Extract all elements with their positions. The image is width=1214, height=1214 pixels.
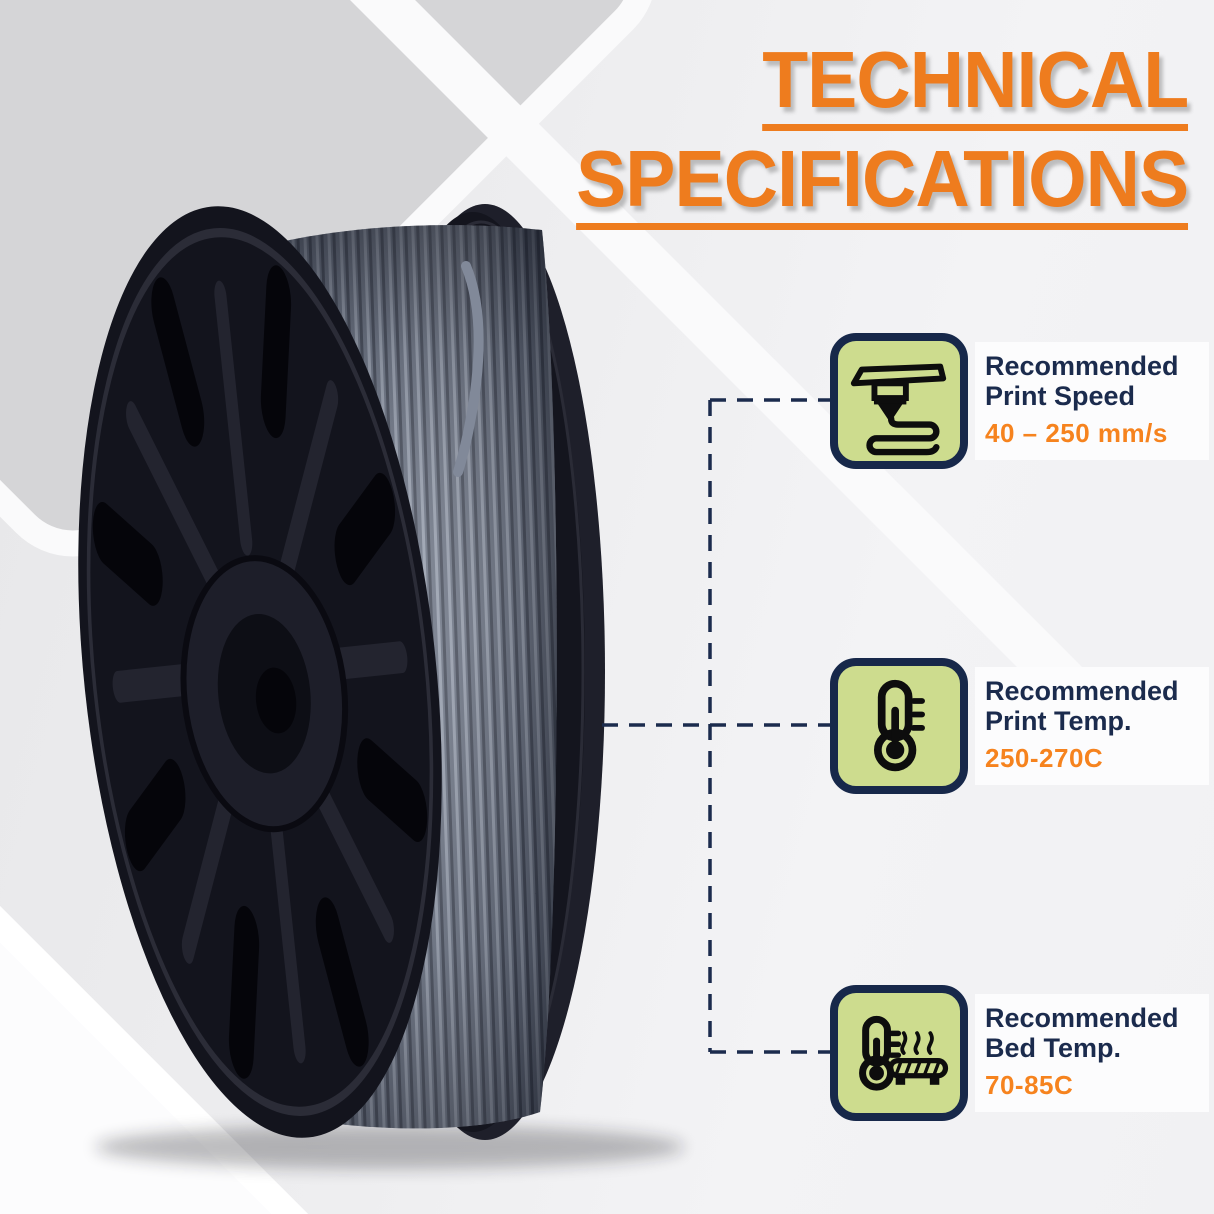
print-thermometer-icon <box>874 679 925 772</box>
spec-label: Recommended Print Speed <box>985 351 1179 411</box>
spec-value: 40 – 250 mm/s <box>985 418 1168 448</box>
printer-extruder-icon <box>850 363 947 456</box>
spec-text: Recommended Bed Temp. 70-85C <box>975 994 1209 1112</box>
title-line-2: SPECIFICATIONS <box>575 139 1189 230</box>
spec-value: 70-85C <box>985 1070 1074 1100</box>
spec-callout-print-temp: Recommended Print Temp. 250-270C <box>830 658 1209 794</box>
heated-bed-thermometer-icon <box>859 1015 949 1091</box>
spec-label: Recommended Bed Temp. <box>985 1003 1179 1063</box>
print-speed-icon-box <box>830 333 968 469</box>
print-temp-icon-box <box>830 658 968 794</box>
spool-left-flange <box>78 206 442 1138</box>
spec-text: Recommended Print Temp. 250-270C <box>975 667 1209 785</box>
spec-callout-bed-temp: Recommended Bed Temp. 70-85C <box>830 985 1209 1121</box>
spec-text: Recommended Print Speed 40 – 250 mm/s <box>975 342 1209 460</box>
bed-temp-icon-box <box>830 985 968 1121</box>
spec-label: Recommended Print Temp. <box>985 676 1179 736</box>
page-title: TECHNICAL SPECIFICATIONS <box>537 40 1189 230</box>
spec-callout-print-speed: Recommended Print Speed 40 – 250 mm/s <box>830 333 1209 469</box>
spec-value: 250-270C <box>985 743 1104 773</box>
title-line-1: TECHNICAL <box>762 40 1189 131</box>
loose-filament-strand <box>453 261 484 477</box>
spool-ground-shadow <box>95 1125 685 1169</box>
